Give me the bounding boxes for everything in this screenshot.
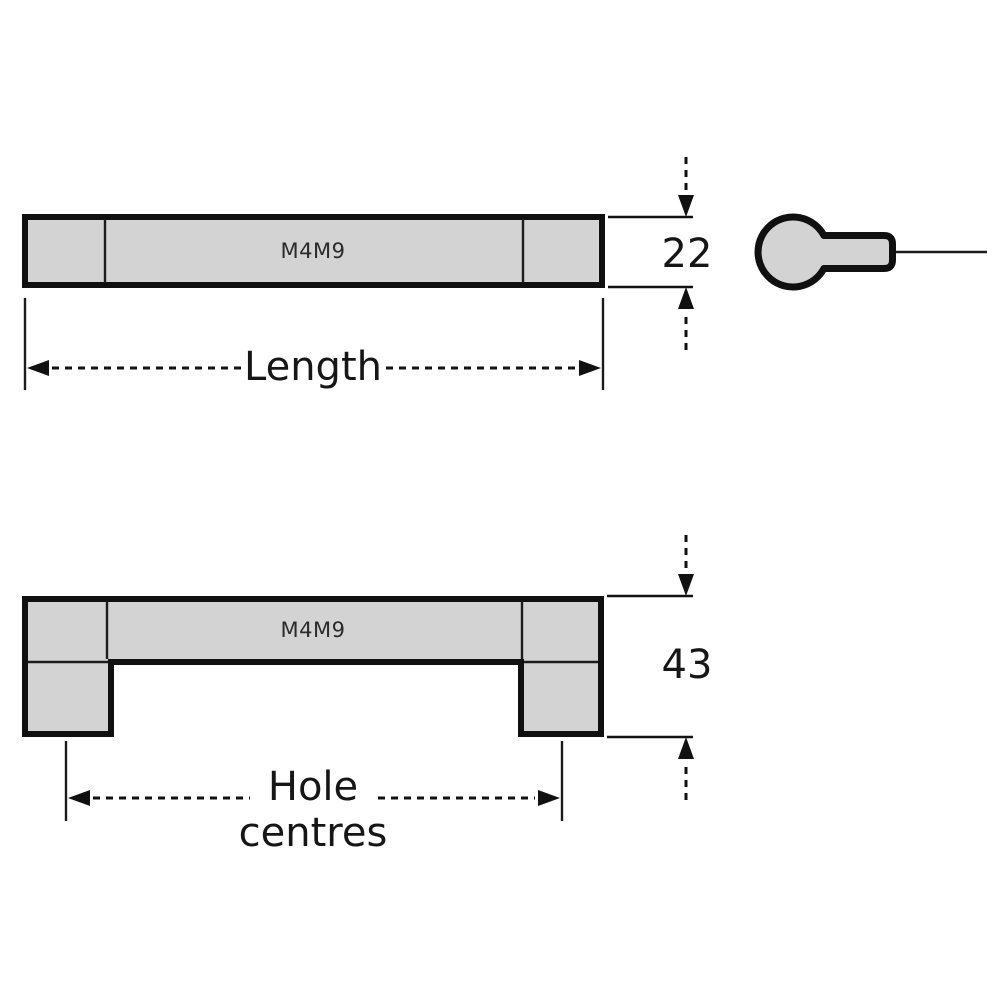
hole-centres-label-line2: centres: [239, 810, 388, 856]
front-view-bar: [22, 214, 605, 288]
dim-arrowhead-down-icon: [678, 574, 694, 596]
hole-centres-dimension: Hole centres: [64, 741, 564, 856]
dim-arrowhead-left-icon: [27, 360, 49, 376]
front-view: M4M9: [22, 214, 605, 288]
dim-arrowhead-left-icon: [68, 790, 90, 806]
height-value-43: 43: [662, 642, 713, 688]
dim-arrowhead-right-icon: [538, 790, 560, 806]
dim-arrowhead-up-icon: [678, 287, 694, 309]
bottom-part-code: M4M9: [281, 618, 346, 642]
length-label: Length: [244, 344, 382, 390]
dim-arrowhead-right-icon: [579, 360, 601, 376]
height-dimension-22: 22: [608, 157, 712, 350]
height-dimension-43: 43: [607, 535, 712, 800]
side-profile-view: [754, 213, 987, 291]
length-dimension: Length: [23, 298, 605, 390]
side-profile-keyhole-shape: [754, 213, 896, 291]
height-value-22: 22: [662, 231, 713, 277]
bottom-view-handle-shape: [22, 596, 604, 737]
bottom-view: M4M9: [22, 596, 604, 737]
hole-centres-label-line1: Hole: [268, 764, 358, 810]
dim-arrowhead-down-icon: [678, 195, 694, 217]
front-part-code: M4M9: [281, 239, 346, 263]
dim-arrowhead-up-icon: [678, 737, 694, 759]
